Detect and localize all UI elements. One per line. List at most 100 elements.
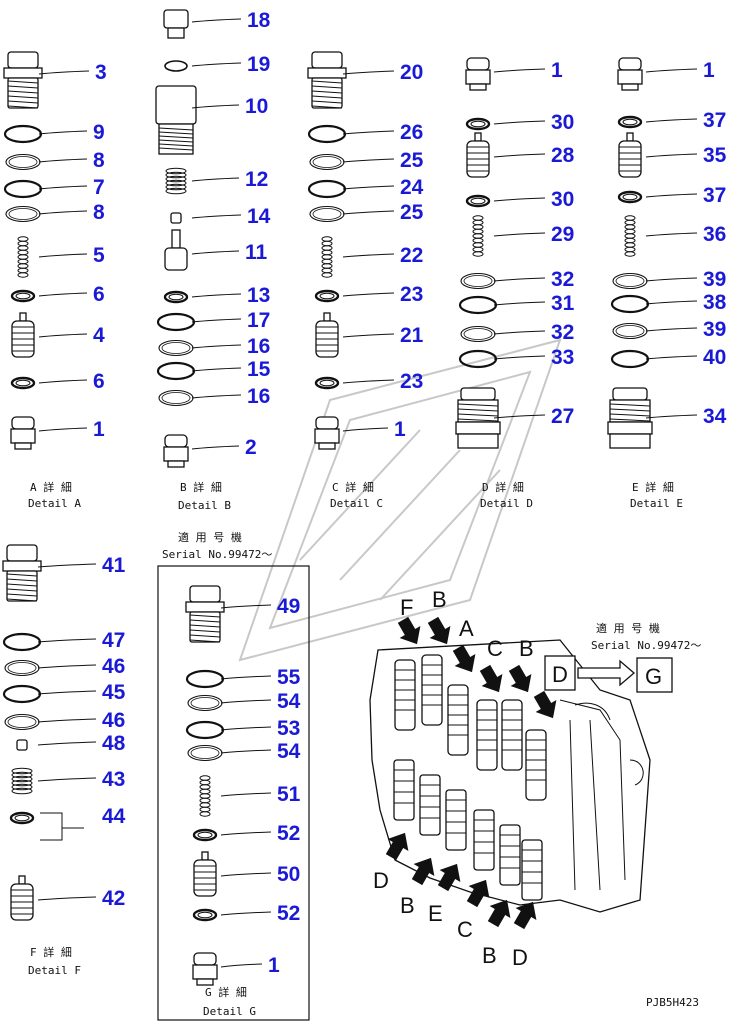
conversion-arrow-icon <box>577 659 635 687</box>
part-39-ring2 <box>612 272 648 290</box>
part-23-seal <box>314 289 340 303</box>
part-28-spool <box>466 132 490 178</box>
callout-3: 3 <box>95 61 107 84</box>
callout-39: 39 <box>703 268 726 291</box>
part-55-ring <box>185 669 225 689</box>
callout-52: 52 <box>277 902 300 925</box>
callout-4: 4 <box>93 324 105 347</box>
part-25-ring2 <box>309 153 345 171</box>
pointer-arrow-icon <box>479 664 503 693</box>
part-1-cap <box>617 57 643 91</box>
assembly-label-top: B <box>432 587 447 612</box>
part-21-spool <box>315 312 339 358</box>
pointer-arrow-icon <box>513 901 537 930</box>
serial-note-assembly-en: Serial No.99472～ <box>591 639 701 652</box>
detail-caption-en: Detail C <box>330 497 383 510</box>
callout-41: 41 <box>102 554 126 577</box>
detail-caption-jp: F 詳 細 <box>30 945 72 959</box>
part-15-ring <box>156 361 196 381</box>
bracket-44 <box>40 812 84 841</box>
conversion-from-box <box>544 655 576 691</box>
assembly-arrows <box>385 616 557 930</box>
callout-48: 48 <box>102 732 126 755</box>
callout-54: 54 <box>277 690 301 713</box>
part-3-plug <box>3 51 43 109</box>
callout-2: 2 <box>245 436 257 459</box>
callout-1: 1 <box>394 418 406 441</box>
detail-caption-jp: G 詳 細 <box>205 985 247 999</box>
part-22-spring <box>321 236 333 278</box>
detail-caption-jp: D 詳 細 <box>482 480 524 494</box>
callout-31: 31 <box>551 292 575 315</box>
callout-42: 42 <box>102 887 125 910</box>
callout-34: 34 <box>703 405 727 428</box>
callout-14: 14 <box>247 205 271 228</box>
serial-note-g-en: Serial No.99472～ <box>162 548 272 561</box>
part-49-plug <box>185 585 225 643</box>
callout-15: 15 <box>247 358 271 381</box>
part-6-seal <box>10 376 36 390</box>
detail-caption-en: Detail E <box>630 497 683 510</box>
callout-44: 44 <box>102 805 126 828</box>
callout-51: 51 <box>277 783 301 806</box>
callout-12: 12 <box>245 168 268 191</box>
detail-caption-en: Detail D <box>480 497 533 510</box>
part-1-cap <box>192 952 218 986</box>
callout-25: 25 <box>400 201 424 224</box>
callout-6: 6 <box>93 370 105 393</box>
part-6-seal <box>10 289 36 303</box>
pointer-arrow-icon <box>385 832 409 861</box>
callout-37: 37 <box>703 184 726 207</box>
callout-8: 8 <box>93 149 105 172</box>
part-52-seal <box>192 828 218 842</box>
part-32-ring2 <box>460 272 496 290</box>
callout-54: 54 <box>277 740 301 763</box>
part-35-spool <box>618 132 642 178</box>
callout-32: 32 <box>551 321 574 344</box>
part-2-cap <box>163 434 189 468</box>
part-44-seal <box>9 811 35 825</box>
drawing-code: PJB5H423 <box>646 996 699 1009</box>
part-1-cap <box>10 416 36 450</box>
callout-37: 37 <box>703 109 726 132</box>
detail-caption-jp: B 詳 細 <box>180 480 222 494</box>
pointer-arrow-icon <box>466 879 490 908</box>
detail-g-frame <box>157 565 310 1021</box>
part-39-ring2 <box>612 322 648 340</box>
part-32-ring2 <box>460 325 496 343</box>
callout-16: 16 <box>247 335 270 358</box>
callout-17: 17 <box>247 309 270 332</box>
pointer-arrow-icon <box>508 664 532 693</box>
part-13-seal <box>163 290 189 304</box>
part-16-ring2 <box>158 339 194 357</box>
part-50-spool <box>193 851 217 897</box>
part-5-spring <box>17 236 29 278</box>
part-51-spring <box>199 775 211 817</box>
part-17-ring <box>156 312 196 332</box>
part-23-seal <box>314 376 340 390</box>
callout-50: 50 <box>277 863 300 886</box>
assembly-label-bottom: E <box>428 901 443 926</box>
callout-47: 47 <box>102 629 125 652</box>
callout-52: 52 <box>277 822 300 845</box>
part-48-tiny <box>16 739 28 751</box>
assembly-label-bottom: B <box>400 893 415 918</box>
pointer-arrow-icon <box>397 616 421 645</box>
callout-1: 1 <box>703 59 715 82</box>
callout-8: 8 <box>93 201 105 224</box>
detail-caption-jp: C 詳 細 <box>332 480 374 494</box>
part-8-ring2 <box>5 153 41 171</box>
pointer-arrow-icon <box>487 899 511 928</box>
callout-9: 9 <box>93 121 105 144</box>
part-19-smallring <box>164 60 188 72</box>
part-47-ring <box>2 632 42 652</box>
callout-18: 18 <box>247 9 271 32</box>
detail-caption-jp: A 詳 細 <box>30 480 72 494</box>
callout-28: 28 <box>551 144 575 167</box>
assembly-label-top: C <box>487 636 503 661</box>
part-54-ring2 <box>187 744 223 762</box>
conversion-from-label: D <box>552 662 568 687</box>
pointer-arrow-icon <box>437 863 461 892</box>
part-36-spring <box>624 215 636 257</box>
